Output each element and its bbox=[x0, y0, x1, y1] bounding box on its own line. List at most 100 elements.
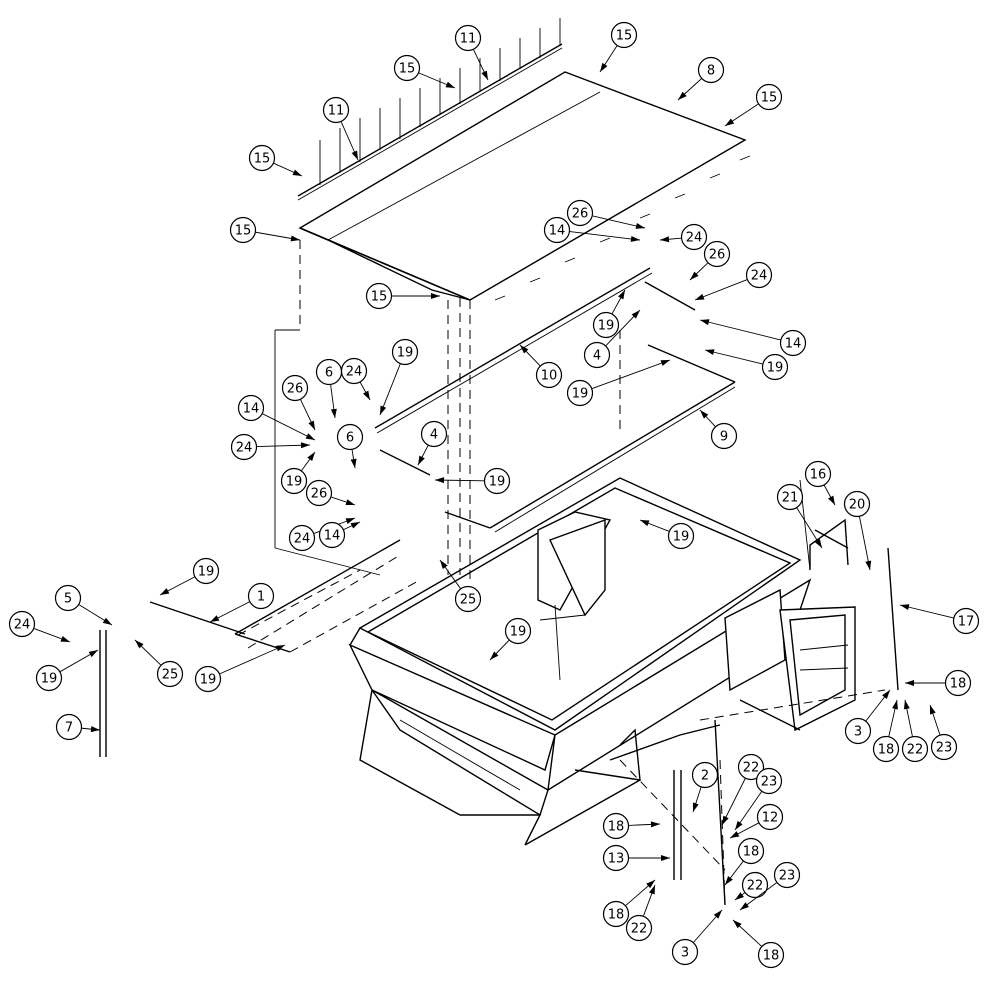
leader-arrowhead bbox=[828, 495, 835, 505]
callout-bubble bbox=[592, 311, 620, 339]
callout-15: 15 bbox=[248, 144, 303, 177]
leader-arrowhead bbox=[630, 235, 640, 242]
callout-19: 19 bbox=[434, 467, 511, 495]
callout-6: 6 bbox=[315, 358, 343, 419]
callout-2: 2 bbox=[691, 761, 719, 813]
callout-bubble bbox=[844, 717, 872, 745]
leader-arrowhead bbox=[60, 636, 70, 642]
callout-15: 15 bbox=[365, 282, 440, 310]
leader-arrowhead bbox=[649, 885, 655, 895]
callout-bubble bbox=[192, 557, 220, 585]
callout-number: 19 bbox=[198, 565, 215, 580]
callout-bubble bbox=[761, 353, 789, 381]
callout-19: 19 bbox=[704, 349, 789, 381]
leader-arrowhead bbox=[90, 726, 100, 733]
callout-bubble bbox=[230, 433, 258, 461]
callout-bubble bbox=[281, 374, 309, 402]
callout-17: 17 bbox=[899, 604, 980, 635]
callout-24: 24 bbox=[340, 357, 371, 401]
callout-23: 23 bbox=[734, 767, 783, 831]
callout-bubble bbox=[697, 56, 725, 84]
leader-arrowhead bbox=[275, 645, 285, 652]
callout-number: 26 bbox=[572, 207, 589, 222]
leader-arrowhead bbox=[690, 271, 699, 280]
leader-arrowhead bbox=[350, 522, 360, 529]
callout-number: 21 bbox=[782, 491, 799, 506]
callout-13: 13 bbox=[602, 844, 670, 872]
callout-number: 26 bbox=[311, 487, 328, 502]
leader-arrowhead bbox=[735, 820, 743, 830]
leader-arrowhead bbox=[661, 855, 670, 861]
callout-bubble bbox=[804, 460, 832, 488]
leader-arrowhead bbox=[725, 118, 735, 126]
leader-arrowhead bbox=[660, 236, 670, 243]
callout-26: 26 bbox=[566, 199, 646, 229]
callout-number: 14 bbox=[324, 529, 341, 544]
callout-bubble bbox=[737, 753, 765, 781]
leader-arrowhead bbox=[292, 169, 302, 176]
callout-14: 14 bbox=[543, 216, 641, 244]
callout-number: 22 bbox=[747, 879, 764, 894]
leader-line bbox=[694, 279, 748, 301]
frame-rails bbox=[149, 267, 736, 653]
callout-bubble bbox=[247, 582, 275, 610]
leader-arrowhead bbox=[440, 560, 448, 570]
leader-arrowhead bbox=[740, 902, 750, 910]
callout-number: 7 bbox=[65, 721, 73, 736]
callout-19: 19 bbox=[566, 359, 671, 407]
leader-arrowhead bbox=[903, 700, 910, 710]
callout-bubble bbox=[930, 733, 958, 761]
callout-number: 11 bbox=[460, 32, 477, 47]
callout-15: 15 bbox=[229, 216, 301, 244]
callout-22: 22 bbox=[901, 699, 929, 763]
callout-number: 24 bbox=[236, 441, 253, 456]
leader-arrowhead bbox=[905, 680, 914, 686]
callout-bubble bbox=[625, 914, 653, 942]
leader-arrowhead bbox=[700, 410, 709, 419]
callout-bubble bbox=[336, 423, 364, 451]
callout-bubble bbox=[602, 900, 630, 928]
leader-arrowhead bbox=[900, 604, 910, 611]
callout-7: 7 bbox=[55, 713, 101, 741]
leader-arrowhead bbox=[930, 705, 936, 715]
callout-number: 1 bbox=[257, 590, 265, 605]
callout-number: 2 bbox=[701, 769, 709, 784]
callout-bubble bbox=[583, 341, 611, 369]
callout-6: 6 bbox=[336, 423, 364, 469]
callout-24: 24 bbox=[659, 223, 708, 251]
leader-arrowhead bbox=[490, 651, 499, 660]
callout-8: 8 bbox=[677, 56, 725, 101]
leader-arrowhead bbox=[882, 690, 890, 699]
callout-number: 19 bbox=[41, 672, 58, 687]
leader-line bbox=[569, 231, 641, 241]
callout-number: 19 bbox=[489, 475, 506, 490]
callout-number: 18 bbox=[608, 908, 625, 923]
leader-line bbox=[592, 359, 671, 389]
callout-14: 14 bbox=[699, 319, 807, 357]
callout-19: 19 bbox=[489, 617, 532, 661]
leader-arrowhead bbox=[435, 477, 445, 484]
leader-arrowhead bbox=[307, 452, 315, 462]
leader-arrowhead bbox=[380, 405, 387, 415]
callout-bubble bbox=[610, 21, 638, 49]
callout-number: 5 bbox=[64, 592, 72, 607]
roof-rods bbox=[297, 18, 751, 301]
leader-arrowhead bbox=[308, 420, 315, 430]
callout-number: 14 bbox=[785, 337, 802, 352]
callout-22: 22 bbox=[721, 753, 765, 826]
leader-arrowhead bbox=[725, 876, 733, 885]
callout-bubble bbox=[504, 617, 532, 645]
callout-number: 15 bbox=[371, 290, 388, 305]
callout-19: 19 bbox=[592, 289, 626, 339]
callout-bubble bbox=[680, 223, 708, 251]
leader-arrowhead bbox=[646, 880, 655, 889]
callout-bubble bbox=[944, 669, 972, 697]
leader-arrowhead bbox=[600, 62, 608, 72]
leader-line bbox=[262, 413, 316, 441]
leader-arrowhead bbox=[520, 345, 529, 354]
callout-bubble bbox=[393, 54, 421, 82]
callout-bubble bbox=[543, 216, 571, 244]
callout-number: 19 bbox=[673, 530, 690, 545]
